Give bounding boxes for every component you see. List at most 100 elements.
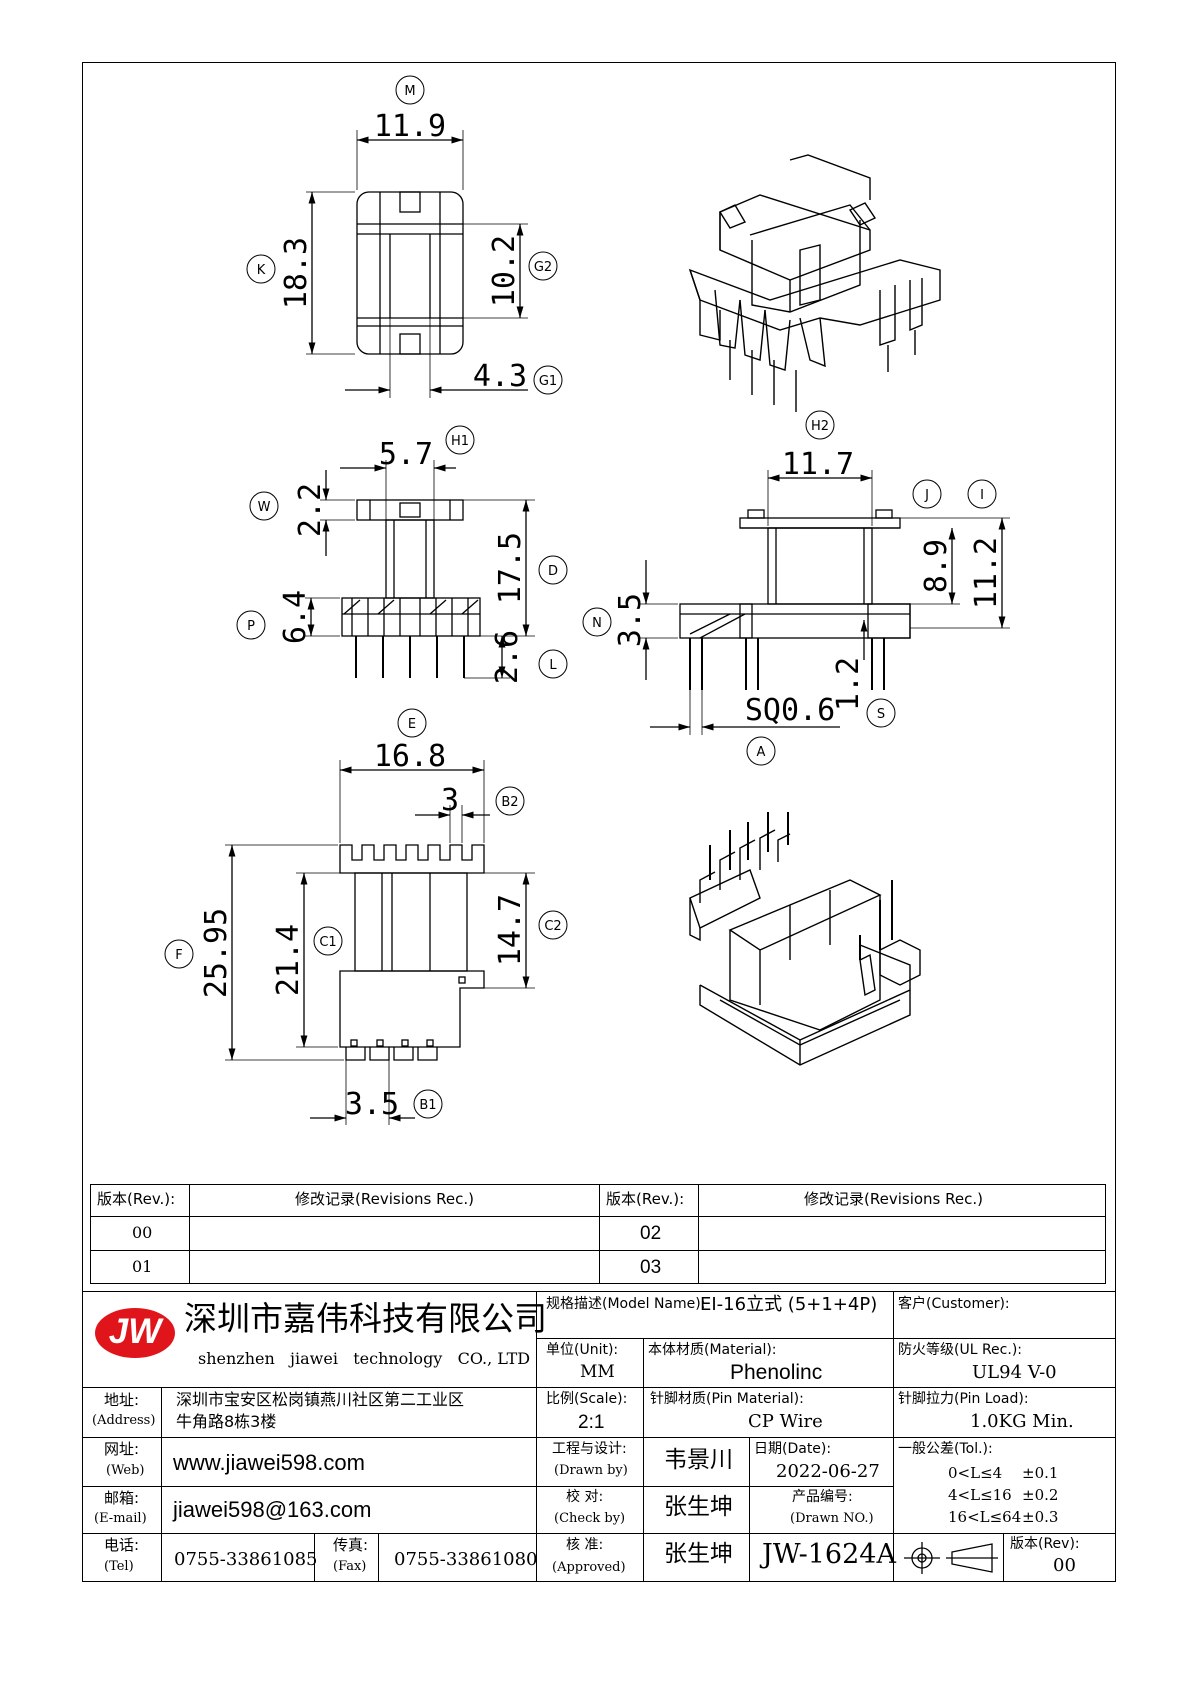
dim-B2-value: 3	[441, 783, 459, 818]
iso-view-top	[688, 154, 941, 412]
dim-D-value: 17.5	[493, 532, 528, 604]
check-label-en: (Check by)	[554, 1511, 626, 1526]
label-A: A	[757, 745, 766, 760]
email-link[interactable]: jiawei598@163.com	[173, 1497, 372, 1522]
approved-label-en: (Approved)	[552, 1560, 626, 1575]
approved-label: 核 准:	[566, 1537, 604, 1553]
fax-label: 传真:	[333, 1536, 369, 1554]
model-value: EI-16立式 (5+1+4P)	[700, 1294, 878, 1315]
label-E: E	[408, 717, 416, 732]
label-I: I	[980, 488, 984, 503]
dim-N-value: 3.5	[613, 593, 648, 647]
label-C2: C2	[544, 919, 561, 934]
dim-H2-value: 11.7	[782, 447, 854, 482]
rev-row-03: 03	[640, 1257, 662, 1278]
rec-header-left: 修改记录(Revisions Rec.)	[295, 1190, 474, 1208]
company-name-en: shenzhen jiawei technology CO., LTD	[198, 1349, 531, 1368]
dim-K-value: 18.3	[279, 237, 314, 309]
rev-header-left: 版本(Rev.):	[97, 1190, 176, 1208]
tolerance-label: 一般公差(Tol.):	[898, 1441, 993, 1457]
address-line2: 牛角路8栋3楼	[176, 1412, 277, 1431]
scale-value: 2:1	[578, 1412, 605, 1433]
pin-material-label: 针脚材质(Pin Material):	[650, 1391, 804, 1407]
drawn-by-value: 韦景川	[664, 1447, 733, 1473]
fax-label-en: (Fax)	[333, 1559, 367, 1574]
dim-B1-value: 3.5	[345, 1087, 399, 1122]
model-label: 规格描述(Model Name):	[546, 1296, 706, 1312]
rev-value: 00	[1053, 1555, 1076, 1576]
tol-range-1: 0<L≤4	[948, 1464, 1003, 1482]
dim-W-value: 2.2	[293, 483, 328, 537]
company-name-cn: 深圳市嘉伟科技有限公司	[184, 1299, 547, 1338]
address-label-en: (Address)	[92, 1413, 156, 1428]
drawn-label-en: (Drawn by)	[554, 1463, 628, 1478]
dim-L-value: 2.6	[490, 630, 525, 684]
ul-value: UL94 V-0	[972, 1362, 1057, 1383]
label-S: S	[877, 707, 885, 722]
rev-row-01: 01	[132, 1257, 153, 1276]
dim-S-value: 1.2	[831, 657, 866, 711]
tol-value-2: ±0.2	[1022, 1486, 1059, 1504]
tol-value-1: ±0.1	[1022, 1464, 1059, 1482]
tel-label-en: (Tel)	[104, 1559, 134, 1574]
company-logo	[95, 1308, 175, 1358]
approved-by-value: 张生坤	[664, 1541, 733, 1567]
front-view	[305, 460, 535, 679]
label-C1: C1	[319, 935, 336, 950]
tol-range-2: 4<L≤16	[948, 1486, 1012, 1504]
tol-value-3: ±0.3	[1022, 1508, 1059, 1526]
label-P: P	[247, 619, 255, 634]
drawing-number: JW-1624A	[762, 1539, 896, 1570]
address-label: 地址:	[104, 1391, 140, 1409]
drawn-no-label: 产品编号:	[792, 1489, 853, 1505]
dim-H1-value: 5.7	[379, 437, 433, 472]
customer-label: 客户(Customer):	[898, 1296, 1010, 1312]
dim-G1-value: 4.3	[473, 359, 527, 394]
label-J: J	[924, 488, 929, 503]
dim-J-value: 8.9	[919, 539, 954, 593]
dim-M-value: 11.9	[374, 109, 446, 144]
pin-material-value: CP Wire	[748, 1411, 823, 1432]
unit-value: MM	[580, 1362, 615, 1382]
web-label: 网址:	[104, 1440, 140, 1458]
drawn-label: 工程与设计:	[552, 1441, 627, 1457]
dim-P-value: 6.4	[278, 590, 313, 644]
ul-label: 防火等级(UL Rec.):	[898, 1342, 1022, 1358]
check-label: 校 对:	[566, 1489, 604, 1505]
label-N: N	[592, 616, 602, 631]
dim-G2-value: 10.2	[487, 235, 522, 307]
dim-SQ-value: SQ0.6	[745, 693, 835, 728]
iso-view-bottom	[689, 812, 921, 1066]
label-F: F	[175, 948, 182, 963]
date-value: 2022-06-27	[776, 1461, 880, 1482]
fax-value: 0755-33861080	[394, 1549, 538, 1570]
label-G2: G2	[534, 260, 552, 275]
label-H1: H1	[451, 434, 469, 449]
email-label-en: (E-mail)	[94, 1511, 147, 1526]
dim-C2-value: 14.7	[493, 894, 528, 966]
label-W: W	[258, 500, 271, 515]
label-H2: H2	[811, 419, 829, 434]
unit-label: 单位(Unit):	[546, 1342, 619, 1358]
tel-label: 电话:	[104, 1536, 140, 1554]
label-G1: G1	[539, 374, 557, 389]
label-B1: B1	[419, 1098, 436, 1113]
tel-value: 0755-33861085	[174, 1549, 318, 1570]
label-K: K	[257, 263, 266, 278]
dim-C1-value: 21.4	[271, 924, 306, 996]
web-label-en: (Web)	[106, 1463, 145, 1478]
material-value: Phenolinc	[730, 1361, 823, 1384]
rev-row-02: 02	[640, 1223, 662, 1244]
projection-symbol-icon	[904, 1542, 998, 1574]
label-D: D	[548, 564, 558, 579]
web-link[interactable]: www.jiawei598.com	[173, 1450, 365, 1475]
rec-header-right: 修改记录(Revisions Rec.)	[804, 1190, 983, 1208]
drawn-no-label-en: (Drawn NO.)	[790, 1511, 874, 1526]
scale-label: 比例(Scale):	[546, 1391, 628, 1407]
email-label: 邮箱:	[104, 1489, 140, 1507]
label-B2: B2	[501, 795, 518, 810]
side-view	[640, 470, 1010, 735]
rev-header-right: 版本(Rev.):	[606, 1190, 685, 1208]
rev-label: 版本(Rev):	[1010, 1536, 1080, 1552]
technical-drawing: 11.9 18.3 10.2 4.3 5.7 2.2 17.5 6.4 2.6 …	[164, 75, 1010, 1125]
